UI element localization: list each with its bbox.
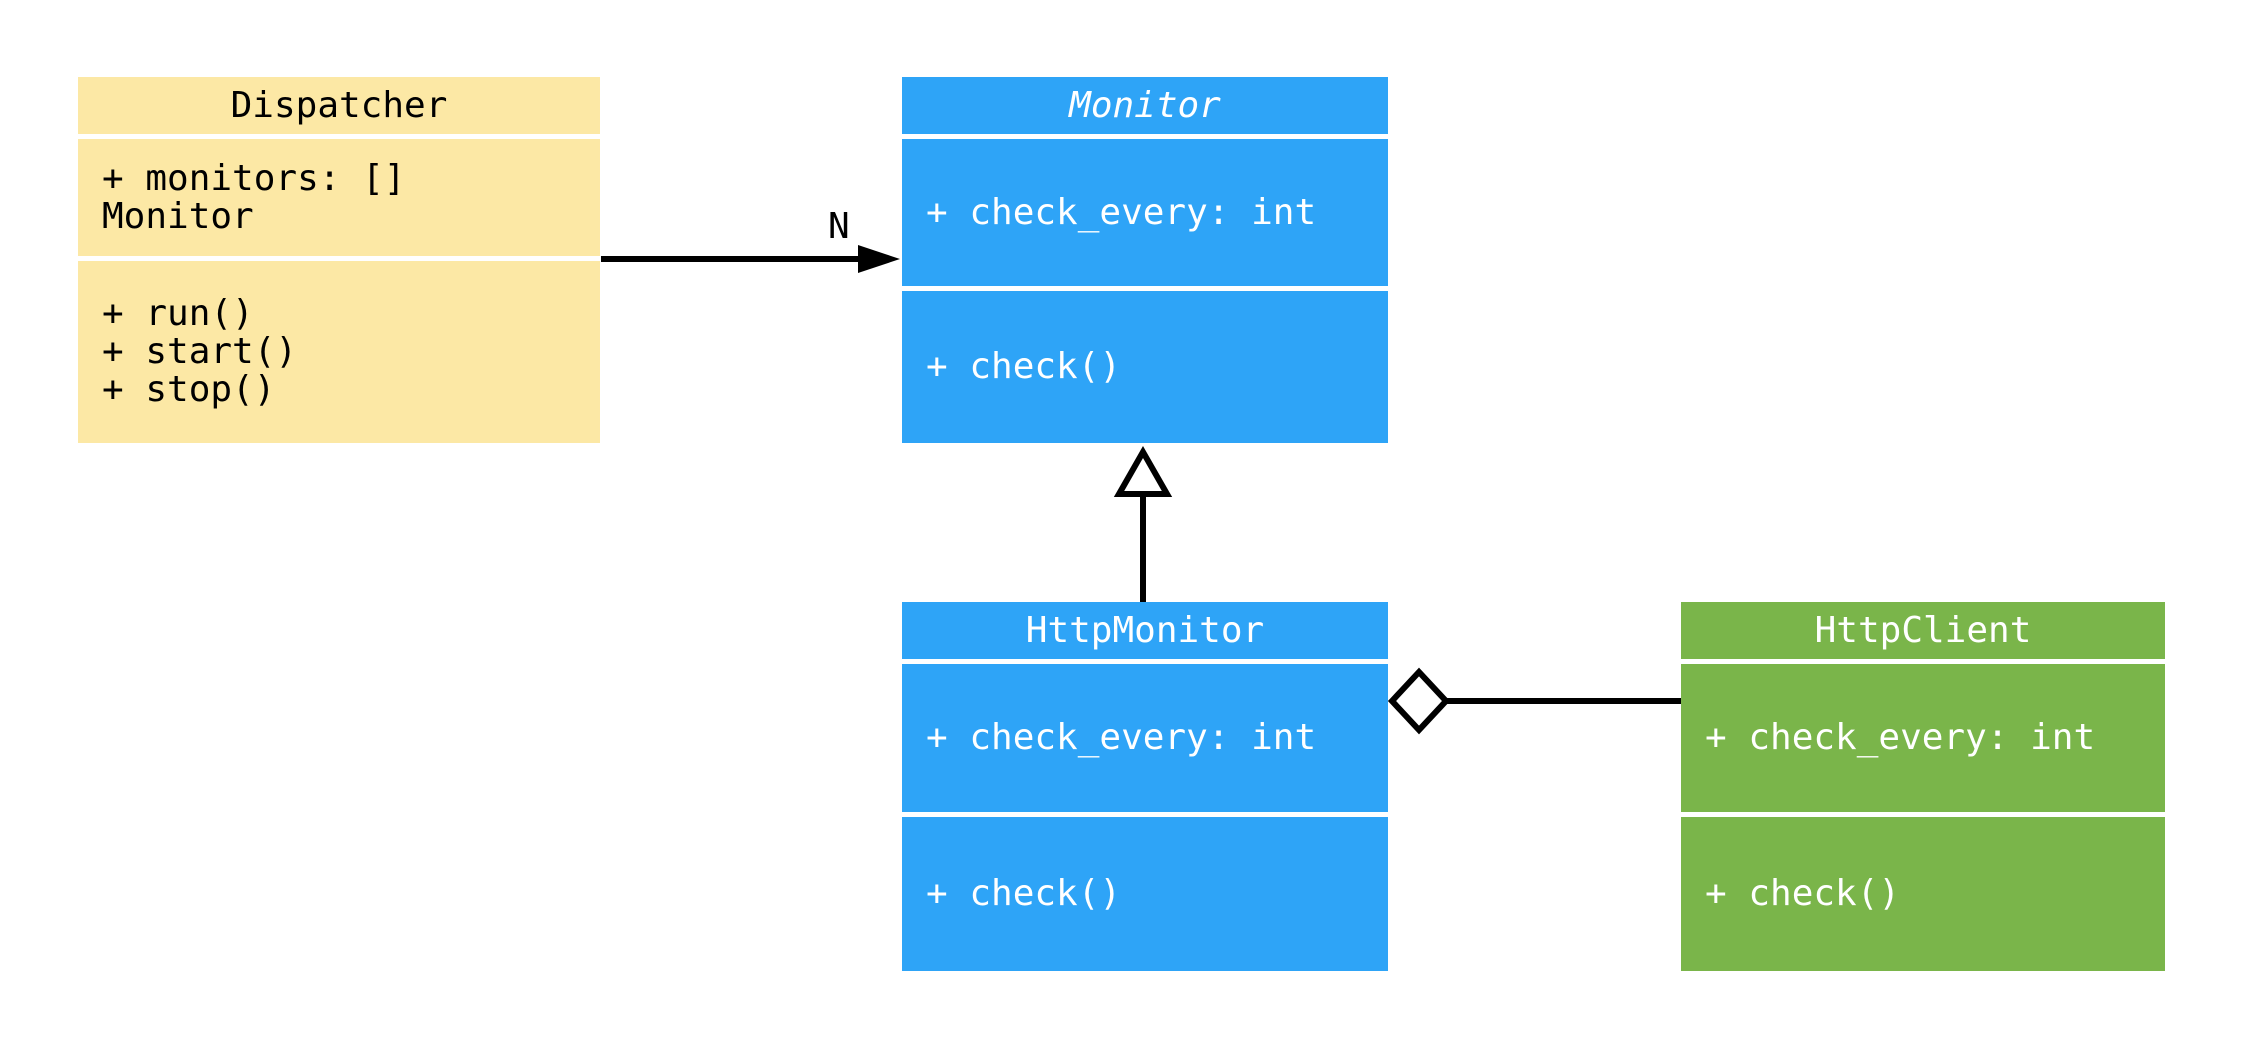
- class-title: HttpClient: [1681, 602, 2165, 659]
- class-title: Dispatcher: [78, 77, 600, 134]
- method-row: + check(): [1705, 873, 1901, 915]
- association-arrowhead-icon: [858, 245, 900, 273]
- attribute-row: + monitors: [] Monitor: [102, 157, 406, 237]
- method-row: + stop(): [102, 368, 276, 410]
- class-box-httpclient: HttpClient + check_every: int + check(): [1681, 602, 2165, 971]
- class-box-httpmonitor: HttpMonitor + check_every: int + check(): [902, 602, 1388, 971]
- class-methods-section: + check(): [902, 291, 1388, 443]
- class-title: HttpMonitor: [902, 602, 1388, 659]
- class-attributes-section: + check_every: int: [902, 664, 1388, 812]
- class-methods-section: + check(): [902, 817, 1388, 971]
- class-methods-section: + run() + start() + stop(): [78, 261, 600, 443]
- class-methods-section: + check(): [1681, 817, 2165, 971]
- class-box-monitor: Monitor + check_every: int + check(): [902, 77, 1388, 443]
- class-title: Monitor: [902, 77, 1388, 134]
- class-attributes-section: + check_every: int: [902, 139, 1388, 286]
- aggregation-connector: [1387, 667, 1681, 735]
- attribute-row: + check_every: int: [1705, 717, 2096, 759]
- inheritance-hollow-triangle-icon: [1113, 445, 1173, 497]
- association-arrow: [601, 245, 900, 273]
- class-box-dispatcher: Dispatcher + monitors: [] Monitor + run(…: [78, 77, 600, 443]
- aggregation-hollow-diamond-icon: [1387, 667, 1451, 735]
- method-row: + check(): [926, 873, 1122, 915]
- association-multiplicity-label: N: [828, 206, 850, 247]
- attribute-row: + check_every: int: [926, 191, 1317, 233]
- inheritance-arrow: [1113, 445, 1173, 602]
- method-row: + start(): [102, 331, 298, 373]
- method-row: + run(): [102, 293, 254, 335]
- method-row: + check(): [926, 346, 1122, 388]
- class-attributes-section: + check_every: int: [1681, 664, 2165, 812]
- attribute-row: + check_every: int: [926, 717, 1317, 759]
- class-attributes-section: + monitors: [] Monitor: [78, 139, 600, 256]
